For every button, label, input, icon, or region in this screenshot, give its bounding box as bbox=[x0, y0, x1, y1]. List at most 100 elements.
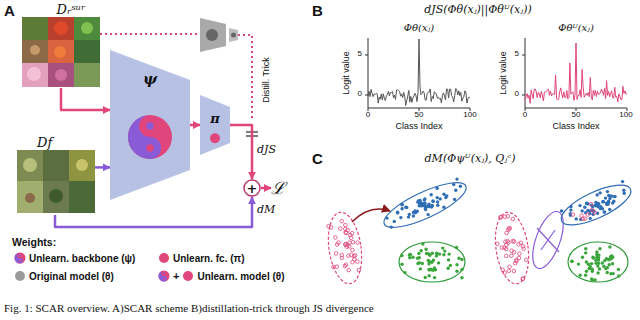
data-point bbox=[427, 262, 430, 265]
plot-subtitle: Φθ(xⱼ) bbox=[404, 22, 434, 33]
data-point bbox=[504, 240, 508, 244]
data-point bbox=[349, 236, 353, 240]
data-point bbox=[416, 257, 419, 260]
data-point bbox=[578, 204, 581, 207]
plot-title: dJS(Φθ(xⱼ)||Φθᵁ(xⱼ)) bbox=[424, 3, 532, 16]
data-point bbox=[424, 248, 427, 251]
data-point bbox=[408, 256, 411, 259]
data-point bbox=[452, 183, 455, 186]
rect-element bbox=[22, 17, 48, 40]
data-point bbox=[385, 216, 388, 219]
connector bbox=[261, 187, 271, 190]
legend-item: Unlearn. backbone (ψ) bbox=[14, 252, 138, 264]
yin-yang bbox=[128, 115, 172, 159]
data-point bbox=[334, 252, 338, 256]
yin-yang-dot bbox=[19, 260, 21, 262]
data-point bbox=[585, 260, 588, 263]
node-text: + bbox=[247, 180, 258, 198]
sample-dot bbox=[15, 271, 25, 281]
data-point bbox=[518, 252, 522, 256]
data-point bbox=[417, 199, 420, 202]
data-point bbox=[570, 260, 573, 263]
data-point bbox=[418, 261, 421, 264]
circle-element bbox=[81, 22, 93, 34]
data-point bbox=[344, 231, 348, 235]
sample-dot bbox=[159, 253, 169, 263]
data-point bbox=[601, 200, 604, 203]
rect-element bbox=[17, 150, 43, 181]
data-point bbox=[593, 278, 596, 281]
data-point bbox=[612, 200, 615, 203]
data-point bbox=[584, 247, 587, 250]
panel-letter: A bbox=[4, 2, 15, 19]
data-point bbox=[521, 277, 525, 281]
data-point bbox=[524, 258, 528, 262]
data-point bbox=[510, 254, 514, 258]
data-point bbox=[606, 271, 609, 274]
data-point bbox=[510, 249, 514, 253]
data-point bbox=[597, 202, 600, 205]
sample-dot bbox=[183, 271, 193, 281]
logit-line bbox=[368, 39, 470, 106]
data-point bbox=[427, 213, 430, 216]
data-point bbox=[421, 262, 424, 265]
circle-element bbox=[54, 46, 66, 58]
data-point bbox=[437, 261, 440, 264]
circle-element bbox=[55, 69, 67, 81]
backbone-block: ψ bbox=[110, 50, 190, 200]
data-point bbox=[607, 200, 610, 203]
figure-caption: Fig. 1: SCAR overview. A)SCAR scheme B)d… bbox=[4, 302, 374, 314]
circle-element bbox=[231, 33, 236, 38]
data-point bbox=[427, 268, 430, 271]
data-point bbox=[400, 203, 403, 206]
data-point bbox=[496, 242, 500, 246]
data-point bbox=[390, 225, 393, 228]
legend-sample bbox=[182, 270, 194, 282]
data-point bbox=[508, 265, 512, 269]
data-point bbox=[423, 202, 426, 205]
tick-label: 0 bbox=[523, 110, 527, 119]
image-collage bbox=[22, 17, 100, 87]
data-point bbox=[447, 267, 450, 270]
data-point bbox=[428, 274, 431, 277]
legend-text: Unlearn. backbone (ψ) bbox=[29, 253, 135, 264]
data-point bbox=[608, 263, 611, 266]
data-point bbox=[357, 268, 361, 272]
data-point bbox=[455, 177, 458, 180]
axis-title: Logit value bbox=[498, 51, 508, 95]
data-point bbox=[400, 263, 403, 266]
data-point bbox=[460, 258, 463, 261]
data-point bbox=[340, 219, 344, 223]
block-outline bbox=[110, 50, 190, 200]
data-point bbox=[596, 271, 599, 274]
data-point bbox=[617, 274, 620, 277]
data-point bbox=[575, 217, 578, 220]
data-point bbox=[560, 209, 563, 212]
shift-arrow bbox=[352, 209, 390, 222]
data-point bbox=[430, 204, 433, 207]
data-point bbox=[585, 202, 588, 205]
rect-element bbox=[22, 40, 48, 63]
data-point bbox=[591, 256, 594, 259]
node-text: ψ bbox=[143, 70, 157, 88]
data-point bbox=[599, 207, 602, 210]
data-point bbox=[584, 274, 587, 277]
data-point bbox=[612, 272, 615, 275]
data-point bbox=[513, 261, 517, 265]
data-point bbox=[499, 216, 503, 220]
data-point bbox=[421, 242, 424, 245]
data-point bbox=[448, 252, 451, 255]
data-point bbox=[404, 206, 407, 209]
panel-letter: C bbox=[312, 150, 323, 167]
rect-element bbox=[43, 181, 69, 213]
path-element bbox=[522, 55, 627, 111]
circle-element bbox=[54, 21, 68, 35]
connector bbox=[95, 166, 110, 169]
logit-signal bbox=[368, 39, 627, 106]
edge-label: dM bbox=[256, 203, 276, 216]
data-point bbox=[577, 262, 580, 265]
legend-title: Weights: bbox=[12, 236, 56, 248]
data-point bbox=[403, 271, 406, 274]
data-point bbox=[592, 256, 595, 259]
data-point bbox=[408, 213, 411, 216]
